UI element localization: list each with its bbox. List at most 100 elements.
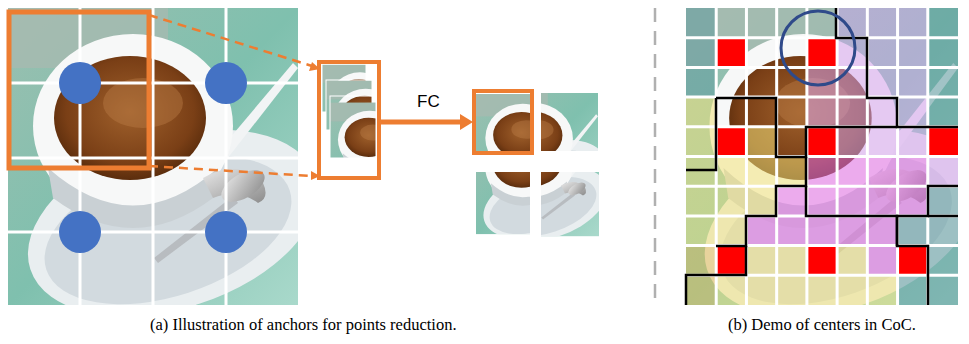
fc-arrow — [381, 114, 473, 130]
cluster-cell — [746, 186, 776, 216]
cluster-cell — [746, 216, 776, 246]
coc-image — [682, 8, 969, 344]
cluster-cell — [898, 157, 928, 187]
source-image — [4, 8, 342, 344]
cluster-cell — [746, 246, 776, 276]
illustration-circle — [205, 62, 247, 104]
cluster-cell — [837, 97, 867, 127]
cluster-cell — [716, 157, 746, 187]
cluster-cell — [898, 67, 928, 97]
cluster-cell — [807, 186, 837, 216]
illustration-circle — [59, 62, 101, 104]
highlight-circle — [781, 11, 855, 85]
anchor-window — [9, 12, 149, 168]
cluster-cell — [867, 67, 897, 97]
cluster-cell — [807, 97, 837, 127]
cluster-cell — [746, 157, 776, 187]
cluster-cell — [867, 38, 897, 68]
illustration-line — [8, 231, 298, 234]
cluster-cell — [686, 246, 716, 276]
illustration-line — [381, 120, 462, 125]
cluster-cell — [898, 275, 928, 305]
illustration-polyline — [897, 186, 958, 246]
cluster-cell — [928, 38, 958, 68]
cluster-cell — [928, 246, 958, 276]
cluster-cell — [867, 246, 897, 276]
cluster-cell — [716, 216, 746, 246]
center-cell — [807, 246, 837, 276]
cluster-cell — [716, 275, 746, 305]
cluster-cell — [807, 216, 837, 246]
illustration-svg — [682, 8, 969, 344]
illustration-circle — [59, 211, 101, 253]
illustration-polyline — [686, 98, 716, 170]
illustration-polyline — [686, 246, 746, 305]
cluster-cell — [928, 157, 958, 187]
cluster-cell — [777, 275, 807, 305]
cluster-cell — [928, 216, 958, 246]
cluster-cell — [686, 186, 716, 216]
illustration-polyline — [716, 98, 897, 157]
illustration-polyline — [836, 8, 958, 127]
grid-line — [686, 36, 958, 39]
center-cell — [807, 38, 837, 68]
cluster-cell — [686, 127, 716, 157]
cluster-cell — [867, 275, 897, 305]
cluster-cell — [837, 157, 867, 187]
center-cell — [928, 127, 958, 157]
illustration-rect — [330, 96, 376, 158]
center-cell — [716, 38, 746, 68]
cluster-cell — [867, 8, 897, 38]
cluster-cells — [686, 8, 958, 305]
cluster-cell — [837, 216, 867, 246]
illustration-circle — [205, 211, 247, 253]
cluster-cell — [898, 97, 928, 127]
panel-separator — [654, 8, 657, 305]
cluster-cell — [928, 186, 958, 216]
cluster-cell — [716, 186, 746, 216]
cluster-cell — [837, 67, 867, 97]
illustration-polyline — [928, 215, 958, 218]
cluster-cell — [928, 8, 958, 38]
illustration-polygon — [460, 114, 473, 130]
illustration-use — [4, 8, 342, 344]
output-patches — [475, 93, 617, 254]
cluster-cell — [837, 127, 867, 157]
cluster-cell — [898, 216, 928, 246]
cluster-cell — [777, 216, 807, 246]
cluster-cell — [867, 127, 897, 157]
anchor-points — [59, 62, 247, 253]
cluster-cell — [928, 97, 958, 127]
grid-lines-b — [686, 8, 958, 305]
illustration-svg — [329, 102, 436, 211]
cluster-cell — [928, 275, 958, 305]
cluster-cell — [686, 216, 716, 246]
illustration-polyline — [806, 186, 928, 305]
cluster-cell — [746, 275, 776, 305]
cluster-cell — [686, 97, 716, 127]
subcaption: (a) Illustration of anchors for points r… — [150, 315, 457, 335]
cluster-cell — [898, 127, 928, 157]
cluster-cell — [837, 275, 867, 305]
cluster-cell — [777, 157, 807, 187]
illustration-svg — [481, 118, 616, 255]
cluster-cell — [867, 157, 897, 187]
cluster-cell — [898, 186, 928, 216]
grid-line — [686, 155, 958, 158]
layer-label: FC — [415, 92, 442, 112]
illustration-polyline — [716, 157, 806, 246]
cluster-cell — [686, 38, 716, 68]
cluster-cell — [867, 186, 897, 216]
illustration-use — [481, 118, 616, 255]
cluster-cell — [807, 275, 837, 305]
grid-lines — [8, 8, 298, 305]
cluster-cell — [777, 186, 807, 216]
illustration-use — [329, 102, 436, 211]
cluster-cell — [928, 67, 958, 97]
illustration-line — [8, 157, 298, 160]
center-cell — [898, 246, 928, 276]
cluster-cell — [686, 157, 716, 187]
dashed-leaders — [149, 15, 312, 176]
output-frame — [474, 91, 532, 153]
